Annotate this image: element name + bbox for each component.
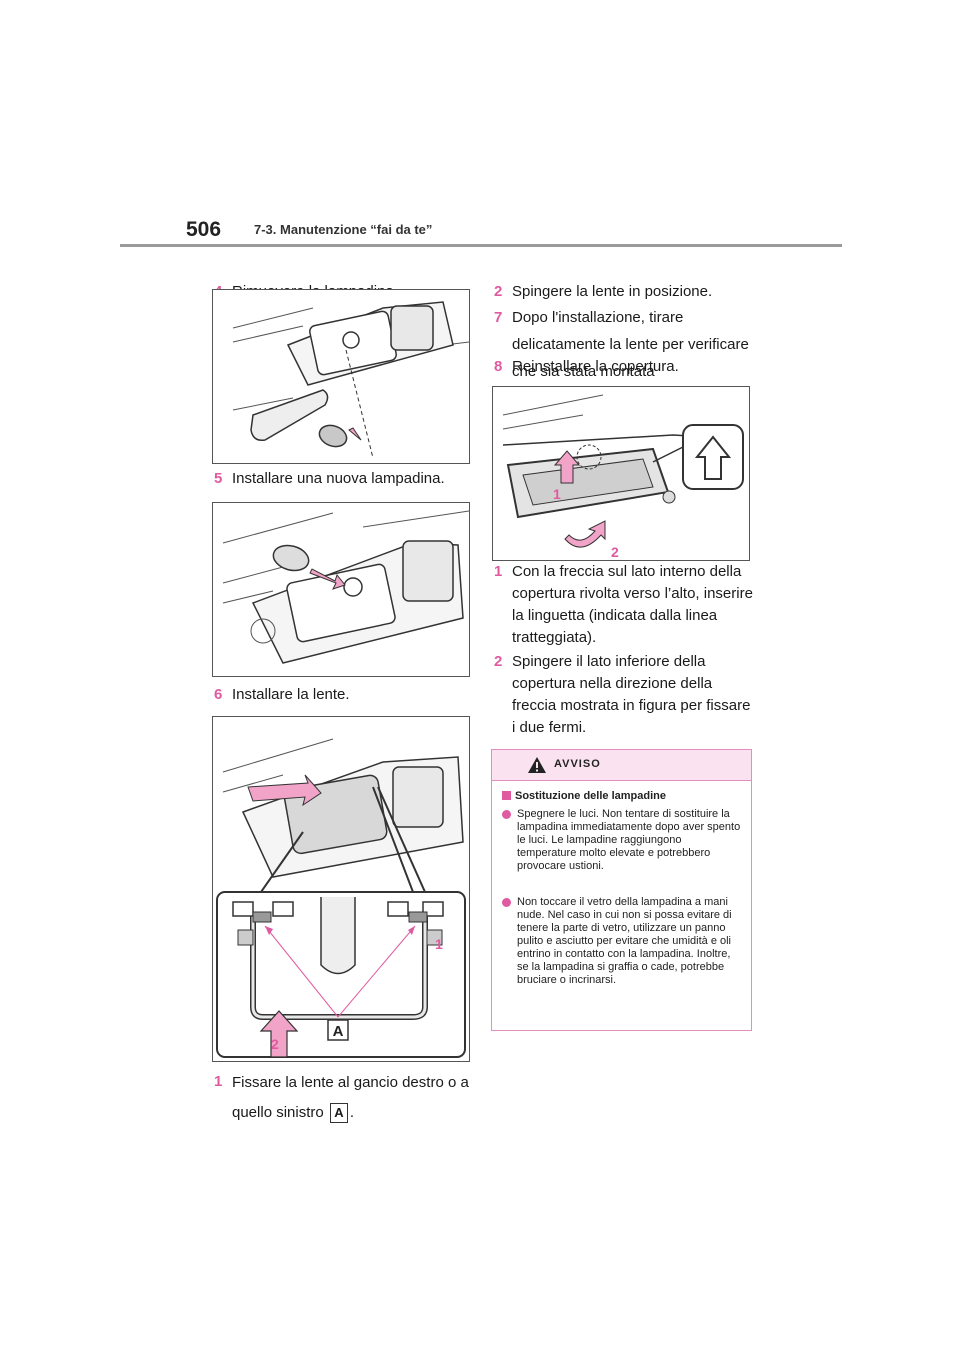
step-number: 2 [494,283,503,300]
label-2: 2 [611,544,619,560]
step-number: 8 [494,358,503,375]
step-text-end: . [349,1104,355,1121]
label-a-box: A [329,1103,348,1124]
warning-header: AVVISO [492,750,751,781]
warning-title: AVVISO [554,758,601,770]
label-a: A [333,1023,344,1040]
label-1: 1 [435,936,443,952]
label-2: 2 [271,1036,279,1052]
figure-install-bulb [212,502,470,677]
step-number: 2 [494,653,503,670]
label-1: 1 [553,486,561,502]
section-title: 7-3. Manutenzione “fai da te” [254,222,433,237]
warning-item: Non toccare il vetro della lampadina a m… [502,896,742,987]
step-text: Spingere il lato inferiore della copertu… [512,653,751,736]
figure-remove-bulb [212,289,470,464]
step-number: 5 [214,470,223,487]
step-2: 2 Spingere la lente in posizione. [494,278,754,305]
step-5: 5 Installare una nuova lampadina. [214,465,474,492]
warning-triangle-icon [528,757,546,773]
page-number: 506 [186,218,222,241]
illustration-remove-bulb [232,301,469,459]
substep-2-right: 2 Spingere il lato inferiore della coper… [494,651,754,739]
warning-subtitle: Sostituzione delle lampadine [502,790,666,802]
step-number: 7 [494,309,503,326]
warning-item: Spegnere le luci. Non tentare di sostitu… [502,808,742,873]
step-6: 6 Installare la lente. [214,681,474,708]
illustration-install-bulb [222,510,469,664]
step-text: Con la freccia sul lato interno della co… [512,563,753,646]
figure-install-lens: A 2 1 [212,716,470,1062]
substep-1-left: 1 Fissare la lente al gancio destro o a … [214,1068,484,1128]
warning-subtitle-text: Sostituzione delle lampadine [515,790,666,802]
step-8: 8 Reinstallare la copertura. [494,353,754,380]
step-text: Installare la lente. [232,686,350,703]
illustration-install-lens: A 2 1 [216,738,466,1058]
substep-1-right: 1 Con la freccia sul lato interno della … [494,561,754,649]
step-text: Fissare la lente al gancio destro o a qu… [232,1074,469,1121]
warning-box: AVVISO Sostituzione delle lampadine Speg… [491,749,752,1031]
step-text: Dopo l'installazione, tirare delicatamen… [512,309,749,407]
illustration-reinstall-cover: 1 2 [502,394,744,560]
step-number: 1 [494,563,503,580]
square-bullet-icon [502,791,511,800]
step-text: Installare una nuova lampadina. [232,470,445,487]
step-7: 7 Dopo l'installazione, tirare delicatam… [494,304,752,412]
step-text: Spingere la lente in posizione. [512,283,713,300]
header-divider [120,244,842,247]
figure-reinstall-cover: 1 2 [492,386,750,561]
warning-item-text: Non toccare il vetro della lampadina a m… [517,896,732,986]
step-number: 1 [214,1073,223,1090]
step-text: Reinstallare la copertura. [512,358,679,375]
step-number: 6 [214,686,223,703]
circle-bullet-icon [502,810,511,819]
warning-item-text: Spegnere le luci. Non tentare di sostitu… [517,808,741,872]
circle-bullet-icon [502,898,511,907]
